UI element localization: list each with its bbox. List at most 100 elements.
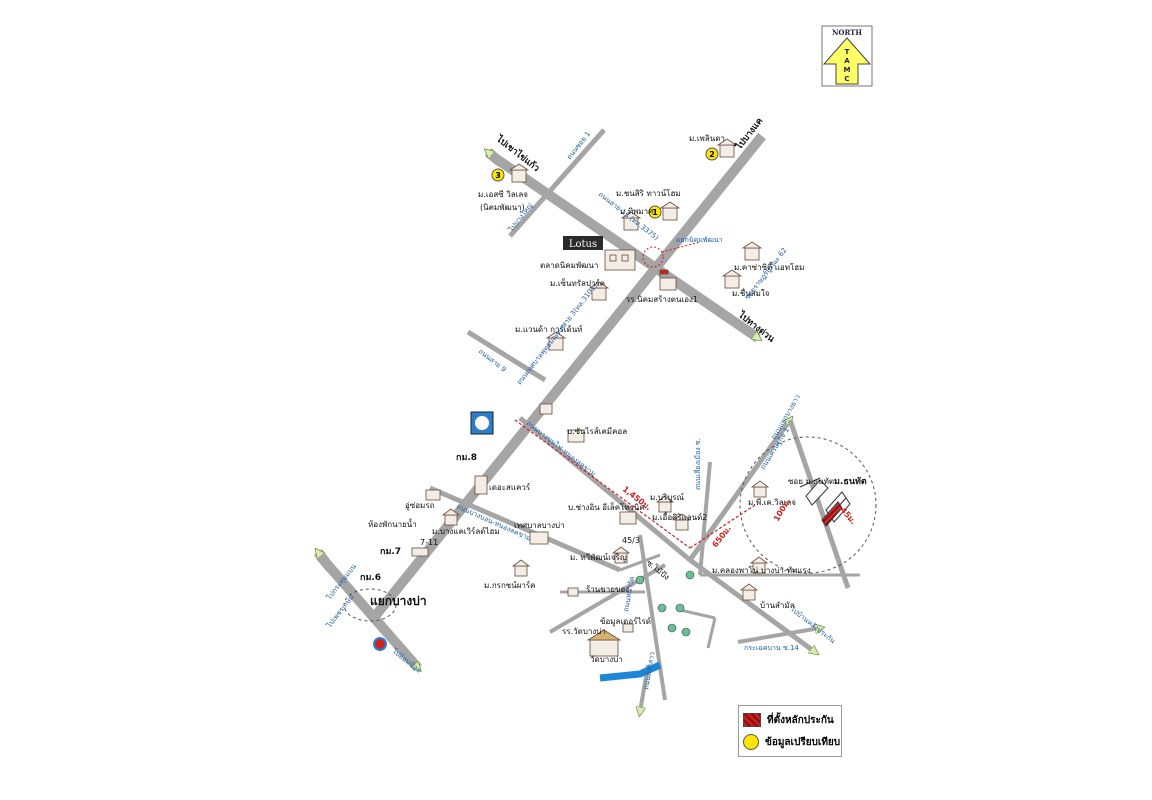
house-icon	[749, 556, 769, 574]
label-esee: ม.เอสซี วิลเลจ	[478, 190, 528, 199]
label-bchang: บ.ช่างอิน อีเล็คโทรนิค	[568, 502, 645, 512]
road-bangkhunphai	[518, 416, 692, 562]
temple-icon	[586, 629, 622, 657]
factory-icon	[604, 249, 636, 271]
school-icon	[659, 269, 677, 291]
house-icon	[721, 269, 743, 289]
label-no45: 45/3	[622, 536, 640, 545]
house-icon	[750, 480, 770, 498]
label-soi-in: ซ.ไม้ปัง	[645, 558, 671, 581]
label-central: ม.เซ็นทรัลปาร์ค	[550, 278, 605, 288]
road-soi9	[466, 329, 547, 383]
collateral-swatch-icon	[743, 713, 761, 727]
lotus-label: Lotus	[569, 239, 597, 250]
label-km6: กม.6	[360, 573, 381, 583]
label-km8: กม.8	[456, 453, 477, 463]
label-bangkhae: ม.บางแคเวิร์ลด์ไฮม	[432, 526, 500, 536]
map-legend: ที่ตั้งหลักประกัน ข้อมูลเปรียบเทียบ	[738, 705, 842, 757]
road-kratumbaen	[737, 628, 820, 644]
distance-45: 45ม.	[838, 506, 857, 527]
label-square: เดอะสแควร์	[489, 482, 531, 492]
road-soi1	[508, 128, 606, 238]
label-borirak: ม.บริบูรณ์	[650, 492, 685, 503]
label-esee2: (นิคมพัฒนา)	[480, 203, 525, 212]
main-road	[368, 132, 766, 624]
north-label: NORTH	[832, 28, 862, 37]
label-chuen: ม.ชื่นสมใจ	[732, 287, 770, 298]
label-sanit: ม.ธนทัต	[834, 476, 867, 487]
lotus-logo: Lotus	[563, 236, 603, 250]
road-phetkasem	[316, 552, 418, 668]
label-ruen: ม.เอื้อศิริแลนด์2	[652, 511, 707, 522]
building-icon	[567, 587, 579, 597]
label-yaek-bangkha: แยกบางบ่า	[370, 594, 427, 608]
marker-3: 3	[495, 171, 501, 180]
house-icon	[441, 508, 461, 526]
office-logo	[470, 411, 494, 435]
house-icon	[739, 583, 759, 601]
label-tippawat: ม.ทิพมาศ	[620, 207, 653, 216]
label-kawin: ม.คลองพาโน่ บางบ่า-ทัพแรง	[712, 565, 811, 575]
north-letter: C	[844, 75, 849, 83]
label-school: รร.นิคมสร้างตนเอง1	[626, 295, 698, 304]
marker-1: 1	[652, 208, 658, 217]
label-banpun: บ้านสำมัล	[760, 601, 795, 610]
label-talat: ตลาดนิคมพัฒนา	[540, 261, 598, 270]
label-soi-in1: ถนนหน้าวัด	[622, 576, 636, 612]
north-letter: A	[844, 57, 850, 65]
tree-icons	[635, 570, 695, 637]
label-km7: กม.7	[380, 547, 401, 557]
house-icon	[588, 281, 610, 301]
label-thesaban: เทศบาลบางบ่า	[514, 521, 565, 530]
house-icon	[672, 513, 692, 531]
house-icon	[611, 546, 631, 564]
landmark-icon	[373, 637, 387, 651]
label-garage: อู่ซ่อมรถ	[405, 501, 435, 511]
building-icon	[411, 547, 429, 557]
building-icons	[411, 138, 770, 657]
north-letter: M	[844, 66, 851, 74]
label-pavitee: ม.พี.เค.วิลเลจ	[748, 498, 796, 507]
label-soi-in2: ถนนเลี่ยงเมือง ซ.	[693, 438, 702, 490]
building-icon	[474, 475, 488, 495]
label-casa: ม.คาซ่าซิตี้ แอทโฮม	[734, 261, 804, 272]
label-shop: ร้านขายของ	[586, 585, 629, 594]
label-yaek-nikom: แยกนิคมพัฒนา	[676, 236, 723, 244]
building-icon	[425, 489, 441, 501]
label-kanyarat: ม.กรกชน์ผาร์ค	[484, 580, 536, 590]
label-village-office: ข้อมูลเดอร์ไรด์	[600, 616, 651, 627]
building-icon	[539, 403, 553, 415]
house-icon	[659, 201, 681, 221]
label-soi-sanit: ซอย ม.ธนทัต	[788, 477, 834, 486]
building-icon	[619, 511, 637, 525]
label-seven: 7-11	[420, 538, 438, 547]
legend-collateral: ที่ตั้งหลักประกัน	[743, 711, 834, 729]
label-pleonda: ม.เพลินดา	[689, 134, 725, 143]
building-icon	[622, 623, 634, 633]
house-icon	[511, 559, 531, 577]
label-main-road: ถนนเทศบาลพุทธมณฑลสาย 3(ทล.3101)	[515, 282, 599, 386]
legend-collateral-label: ที่ตั้งหลักประกัน	[767, 714, 834, 726]
label-school2: รร.วัดบางบ่า	[562, 627, 606, 636]
label-sansiri: ม.ชนสิริ ทาวน์โฮม	[616, 188, 681, 198]
house-icon	[620, 211, 642, 231]
house-icon	[655, 495, 675, 513]
north-letter: T	[845, 48, 850, 56]
building-icon	[529, 531, 549, 545]
label-wanda: ม.แวนด้า การ์เด้นท์	[515, 324, 582, 334]
road-13	[495, 155, 758, 343]
label-kratumbaen: กระเฉคบาน ซ.14	[744, 644, 799, 652]
compare-markers: 2 3 1	[491, 147, 719, 219]
label-chemical: บ.ซันไรส์เคมีคอล	[567, 426, 627, 436]
canal	[599, 661, 662, 682]
house-icon	[716, 138, 738, 158]
label-tawee: ม. ทวีพัฒน์เจริญ	[570, 552, 627, 562]
house-icon	[545, 331, 567, 351]
label-toilet: ห้องพักนายน้ำ	[368, 518, 417, 529]
house-icon	[508, 163, 530, 183]
road-network	[314, 128, 860, 712]
collateral-plot	[799, 477, 851, 527]
house-icon	[741, 241, 763, 261]
compare-dot-icon	[743, 734, 759, 750]
